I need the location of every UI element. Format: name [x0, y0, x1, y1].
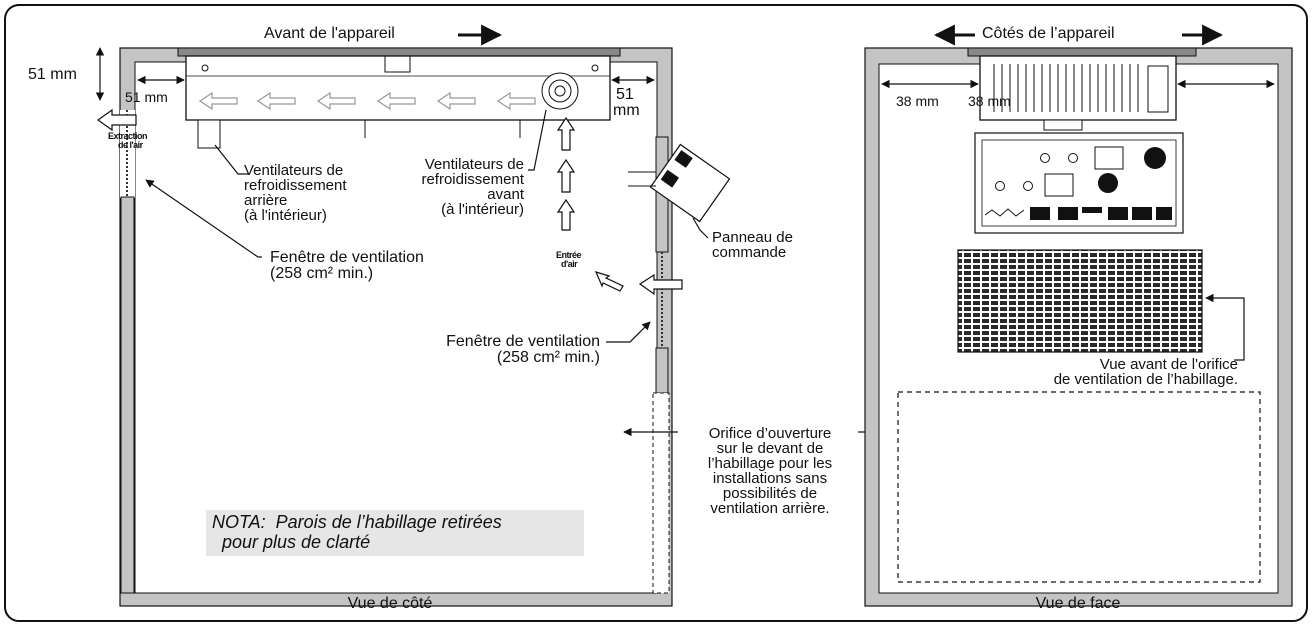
sides-of-appliance-label: Côtés de l’appareil [982, 25, 1115, 42]
appliance-side-body [177, 47, 621, 149]
air-intake-label-1: Entrée [556, 250, 582, 260]
rear-fans-label: Ventilateurs de refroidissement arrière … [244, 162, 347, 224]
side-view-caption: Vue de côté [347, 595, 433, 612]
front-fans-label: Ventilateurs de refroidissement avant (à… [421, 156, 524, 218]
front-wall-partition [652, 136, 670, 594]
vent-window-left-label: Fenêtre de ventilation (258 cm² min.) [270, 249, 424, 282]
nota-box [206, 510, 584, 556]
front-of-appliance-label: Avant de l'appareil [264, 25, 395, 42]
intake-horizontal-arrow [638, 273, 683, 296]
dim-38mm-left: 38 mm [896, 93, 939, 109]
vent-window-right-label: Fenêtre de ventilation (258 cm² min.) [446, 333, 600, 366]
front-opening-dashed [897, 391, 1261, 583]
dim-51-right: 51 [616, 86, 634, 103]
internal-airflow-arrows [198, 91, 536, 111]
exhaust-label-1: Extraction [108, 131, 148, 141]
side-dimension-lines [95, 24, 655, 101]
exhaust-label-2: de l'air [118, 140, 143, 150]
vent-grille [957, 249, 1203, 353]
intake-up-arrows [556, 116, 576, 231]
dim-51mm-left: 51 mm [125, 89, 168, 105]
dim-51mm-top: 51 mm [28, 66, 77, 83]
appliance-front-body [967, 47, 1197, 131]
front-view-caption: Vue de face [1035, 595, 1121, 612]
front-dimension-lines [881, 24, 1275, 361]
vent-front-view-label: Vue avant de l'orifice de ventilation de… [1053, 356, 1238, 388]
air-intake-label-2: d'air [561, 259, 578, 269]
exhaust-arrow [96, 108, 137, 132]
control-panel-shape [649, 143, 731, 223]
control-panel-front [974, 132, 1184, 234]
dim-38mm-right: 38 mm [968, 93, 1011, 109]
intake-diagonal-arrow [594, 271, 624, 292]
front-opening-label: Orifice d’ouverture sur le devant de l’h… [707, 425, 833, 517]
nota-text: NOTA: Parois de l’habillage retirées pou… [212, 512, 502, 552]
dim-mm-right: mm [613, 102, 640, 119]
control-panel-label: Panneau de commande [712, 229, 793, 261]
